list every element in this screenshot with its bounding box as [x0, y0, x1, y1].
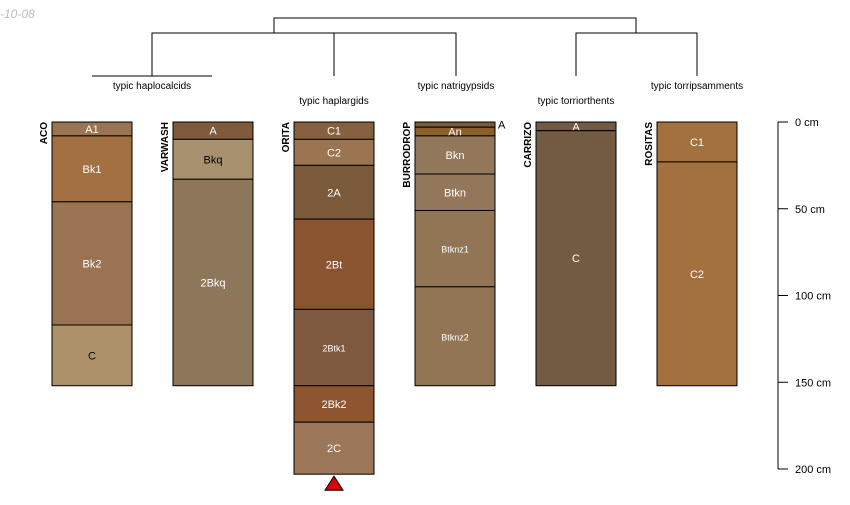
horizon-label: Bk1	[83, 164, 102, 176]
horizon-label: 2Bkq	[200, 277, 225, 289]
horizon-label: C1	[690, 137, 704, 149]
horizon-bkn	[414, 135, 496, 175]
dendrogram-left-branch	[151, 32, 457, 76]
horizon-bkq	[172, 138, 254, 180]
horizon-label: C2	[327, 147, 341, 159]
horizon-btkn	[414, 173, 496, 211]
horizon-label: Btknz1	[441, 245, 469, 255]
dendrogram-root	[273, 17, 637, 33]
horizon-label: C1	[327, 126, 341, 138]
horizon-2btk1	[293, 308, 375, 387]
horizon-2bkq	[172, 178, 254, 387]
dendrogram-right-branch	[575, 32, 698, 76]
horizon-label: A1	[85, 124, 98, 136]
depth-tick-label: 0 cm	[795, 117, 819, 129]
horizon-label: Btkn	[444, 187, 466, 199]
depth-tick-label: 100 cm	[795, 291, 831, 303]
horizon-label: Bkn	[446, 150, 465, 162]
taxon-label: typic haplocalcids	[113, 81, 191, 92]
horizon-label: Bk2	[83, 258, 102, 270]
profile-name: VARWASH	[160, 122, 171, 172]
truncation-marker-icon	[324, 475, 344, 491]
depth-tick-label: 50 cm	[795, 204, 825, 216]
horizon-label: 2Bk2	[321, 399, 346, 411]
taxon-label: typic torriorthents	[538, 96, 615, 107]
soil-profile-varwash: A Bkq 2Bkq VARWASH	[160, 121, 254, 387]
horizon-2c	[293, 421, 375, 475]
horizon-c2	[656, 161, 738, 387]
horizon-c1	[656, 121, 738, 163]
horizon-btknz1	[414, 209, 496, 288]
horizon-label: Btknz2	[441, 332, 469, 342]
horizon-label: 2C	[327, 443, 341, 455]
horizon-label: C	[88, 350, 96, 362]
horizon-label: 2Btk1	[322, 344, 345, 354]
horizon-label: 2Bt	[326, 259, 343, 271]
profile-name: ORITA	[281, 122, 292, 152]
horizon-label: Bkq	[204, 154, 223, 166]
taxon-label: typic haplargids	[299, 96, 368, 107]
horizon-label: A	[572, 121, 580, 133]
horizon-c	[535, 130, 617, 387]
taxon-label: typic torripsamments	[651, 81, 743, 92]
horizon-label: C2	[690, 269, 704, 281]
horizon-bk1	[51, 135, 133, 203]
horizon-btknz2	[414, 286, 496, 387]
depth-tick-label: 200 cm	[795, 464, 831, 476]
horizon-label: C	[572, 253, 580, 265]
soil-profile-carrizo: A C CARRIZO	[523, 121, 617, 387]
date-label: -10-08	[0, 7, 35, 21]
horizon-label: A	[498, 120, 506, 132]
profile-name: ACO	[39, 122, 50, 144]
horizon-c2	[293, 138, 375, 166]
horizon-2bk2	[293, 385, 375, 423]
depth-tick-label: 150 cm	[795, 377, 831, 389]
horizon-label: 2A	[327, 187, 341, 199]
horizon-2a	[293, 164, 375, 220]
horizon-label: A	[209, 126, 217, 138]
profile-name: CARRIZO	[523, 122, 534, 168]
profile-name: ROSITAS	[644, 122, 655, 166]
dendrogram	[92, 17, 698, 77]
horizon-2bt	[293, 218, 375, 310]
horizon-c	[51, 324, 133, 387]
profile-name: BURRODROP	[402, 122, 413, 188]
taxon-label: typic natrigypsids	[418, 81, 495, 92]
